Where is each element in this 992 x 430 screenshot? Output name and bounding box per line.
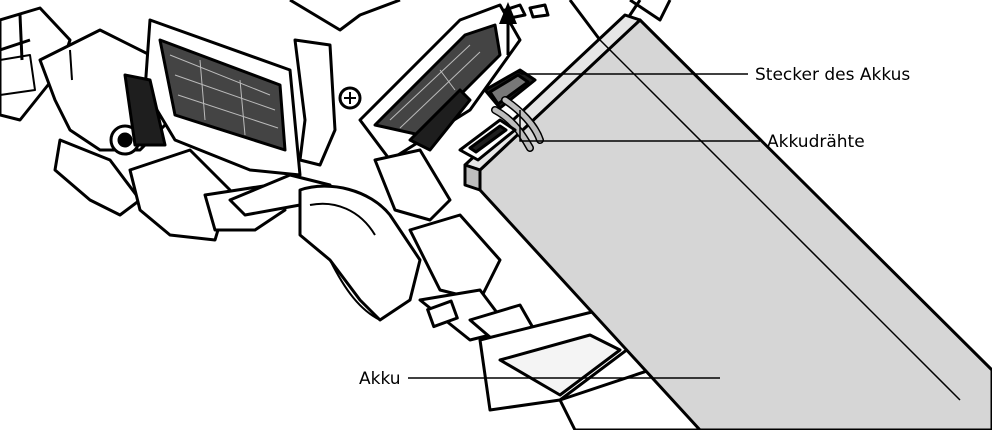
circuit-board-right xyxy=(358,3,522,162)
callout-battery: Akku xyxy=(359,369,720,389)
callout-battery-wires: Akkudrähte xyxy=(519,110,865,152)
top-bracket xyxy=(289,0,401,167)
up-arrow-icon xyxy=(499,2,517,55)
callout-battery-label: Akku xyxy=(359,369,401,389)
circuit-board-left xyxy=(123,18,302,177)
battery-wires xyxy=(491,96,544,152)
callout-battery-wires-label: Akkudrähte xyxy=(767,132,865,152)
battery-connector xyxy=(483,68,537,110)
connector-socket xyxy=(458,118,517,162)
callout-battery-connector-label: Stecker des Akkus xyxy=(755,65,910,85)
lever-mechanism xyxy=(228,148,542,352)
callout-battery-connector: Stecker des Akkus xyxy=(517,65,910,85)
top-right-cover xyxy=(503,0,672,42)
